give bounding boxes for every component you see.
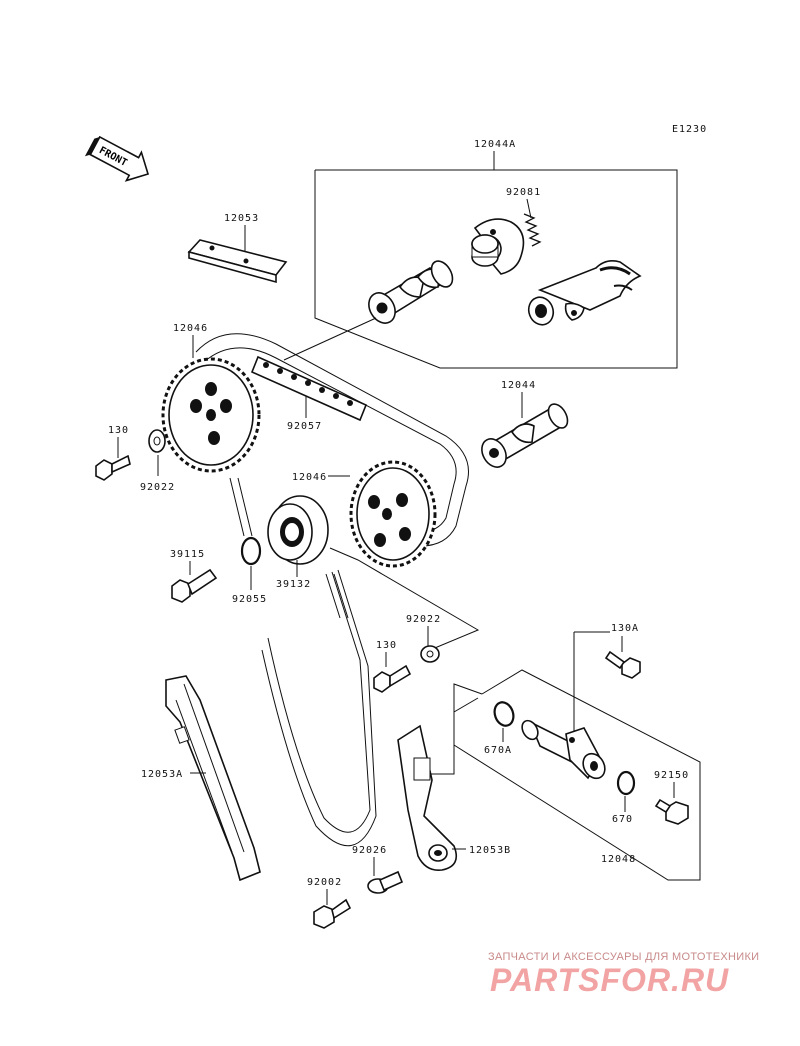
washer-92022-mid: [420, 645, 440, 663]
part-label-92022-top: 92022: [140, 482, 175, 493]
washer-92022-top: [148, 429, 166, 453]
chain-92057: [250, 355, 368, 422]
bolt-92002: [313, 898, 352, 929]
chain-guide-12053: [187, 239, 288, 284]
decompressor-lever: [527, 260, 642, 326]
bolt-130-top: [95, 454, 131, 481]
camshaft-assembly-box: [314, 169, 678, 369]
spring-92081: [523, 213, 542, 247]
part-label-670: 670: [612, 814, 633, 825]
cam-sprocket-12046-mid: [349, 460, 437, 568]
chain-guide-12053B: [397, 724, 458, 872]
part-label-670A: 670A: [484, 745, 512, 756]
part-label-12053A: 12053A: [141, 769, 183, 780]
cam-sprocket-12046-top: [161, 357, 261, 473]
timing-chain: [195, 333, 469, 847]
chain-tensioner: [521, 719, 606, 780]
part-label-92081: 92081: [506, 187, 541, 198]
camshaft-12044A: [368, 260, 454, 324]
part-label-92150: 92150: [654, 770, 689, 781]
front-arrow-icon: FRONT: [84, 135, 150, 182]
part-label-92026: 92026: [352, 845, 387, 856]
watermark-logo: PARTSFOR.RU: [490, 962, 730, 998]
part-label-130A: 130A: [611, 623, 639, 634]
part-label-39115: 39115: [170, 549, 205, 560]
part-label-12053: 12053: [224, 213, 259, 224]
bolt-130-mid: [373, 664, 412, 693]
tensioner-assembly-box: [453, 669, 701, 881]
watermark-tagline: ЗАПЧАСТИ И АКСЕССУАРЫ ДЛЯ МОТОТЕХНИКИ: [488, 951, 760, 963]
part-label-39132: 39132: [276, 579, 311, 590]
decompressor-weight: [471, 218, 525, 275]
bolt-39115: [171, 568, 218, 603]
part-label-12046-mid: 12046: [292, 472, 327, 483]
part-label-92057: 92057: [287, 421, 322, 432]
part-label-12044A: 12044A: [474, 139, 516, 150]
chain-guide-12053A: [165, 675, 261, 882]
part-label-12048: 12048: [601, 854, 636, 865]
bolt-92150: [654, 798, 689, 825]
part-label-130-mid: 130: [376, 640, 397, 651]
part-label-92002: 92002: [307, 877, 342, 888]
part-label-12046-top: 12046: [173, 323, 208, 334]
diagram-code: E1230: [672, 124, 707, 135]
part-label-92055: 92055: [232, 594, 267, 605]
part-label-130-top: 130: [108, 425, 129, 436]
oring-92055: [240, 536, 262, 566]
oring-670: [616, 770, 636, 796]
camshaft-12044: [481, 403, 569, 468]
part-label-92022-mid: 92022: [406, 614, 441, 625]
collar-92026: [367, 870, 404, 894]
bolt-130A: [604, 650, 641, 679]
hub-39132: [267, 495, 329, 565]
part-label-12053B: 12053B: [469, 845, 511, 856]
oring-670A: [493, 701, 515, 727]
part-label-12044: 12044: [501, 380, 536, 391]
